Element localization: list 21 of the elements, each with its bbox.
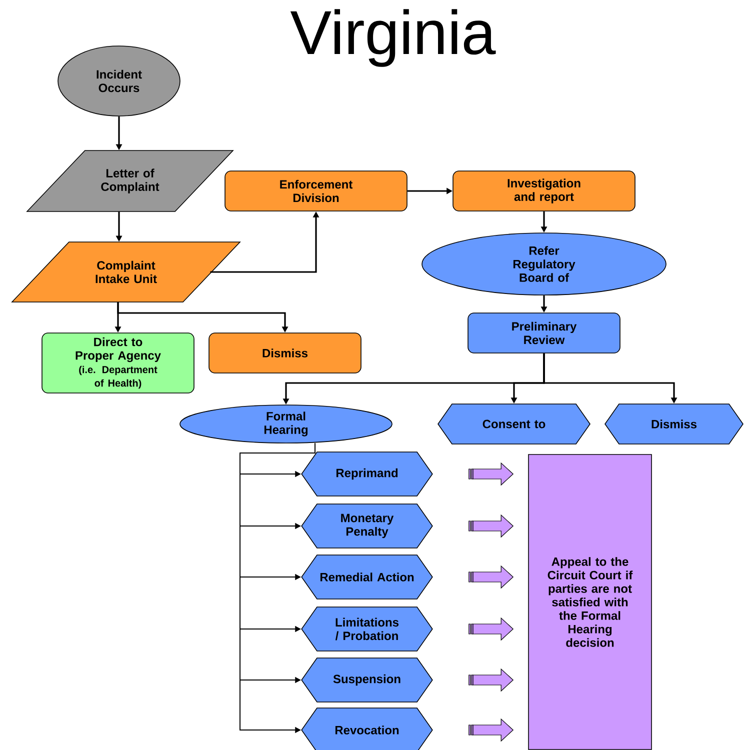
appeal-box: Appeal to the Circuit Court if parties are not satisfied with the Formal Hearing decision	[528, 454, 652, 750]
outcome-hexagon: Consent to	[438, 404, 590, 444]
process-box: Preliminary Review	[468, 312, 620, 354]
sanction-hexagon: Reprimand	[301, 452, 433, 496]
outcome-hexagon: Dismiss	[604, 404, 744, 444]
process-box: Dismiss	[208, 332, 362, 374]
process-box: Enforcement Division	[224, 170, 408, 212]
sanction-hexagon: Suspension	[301, 658, 433, 702]
sanction-hexagon: Revocation	[301, 708, 433, 750]
process-box: Direct to Proper Agency (i.e. Department of Health)	[42, 332, 194, 394]
block-arrow	[468, 617, 514, 641]
block-arrow	[468, 668, 514, 692]
sanction-hexagon: Remedial Action	[301, 554, 433, 600]
block-arrow	[468, 565, 514, 589]
sanction-hexagon: Monetary Penalty	[301, 504, 433, 548]
sanction-hexagon: Limitations / Probation	[301, 606, 433, 652]
block-arrow	[468, 718, 514, 742]
title: Virginia	[290, 9, 496, 67]
process-box: Investigation and report	[452, 170, 636, 212]
block-arrow	[468, 514, 514, 538]
block-arrow	[468, 462, 514, 486]
